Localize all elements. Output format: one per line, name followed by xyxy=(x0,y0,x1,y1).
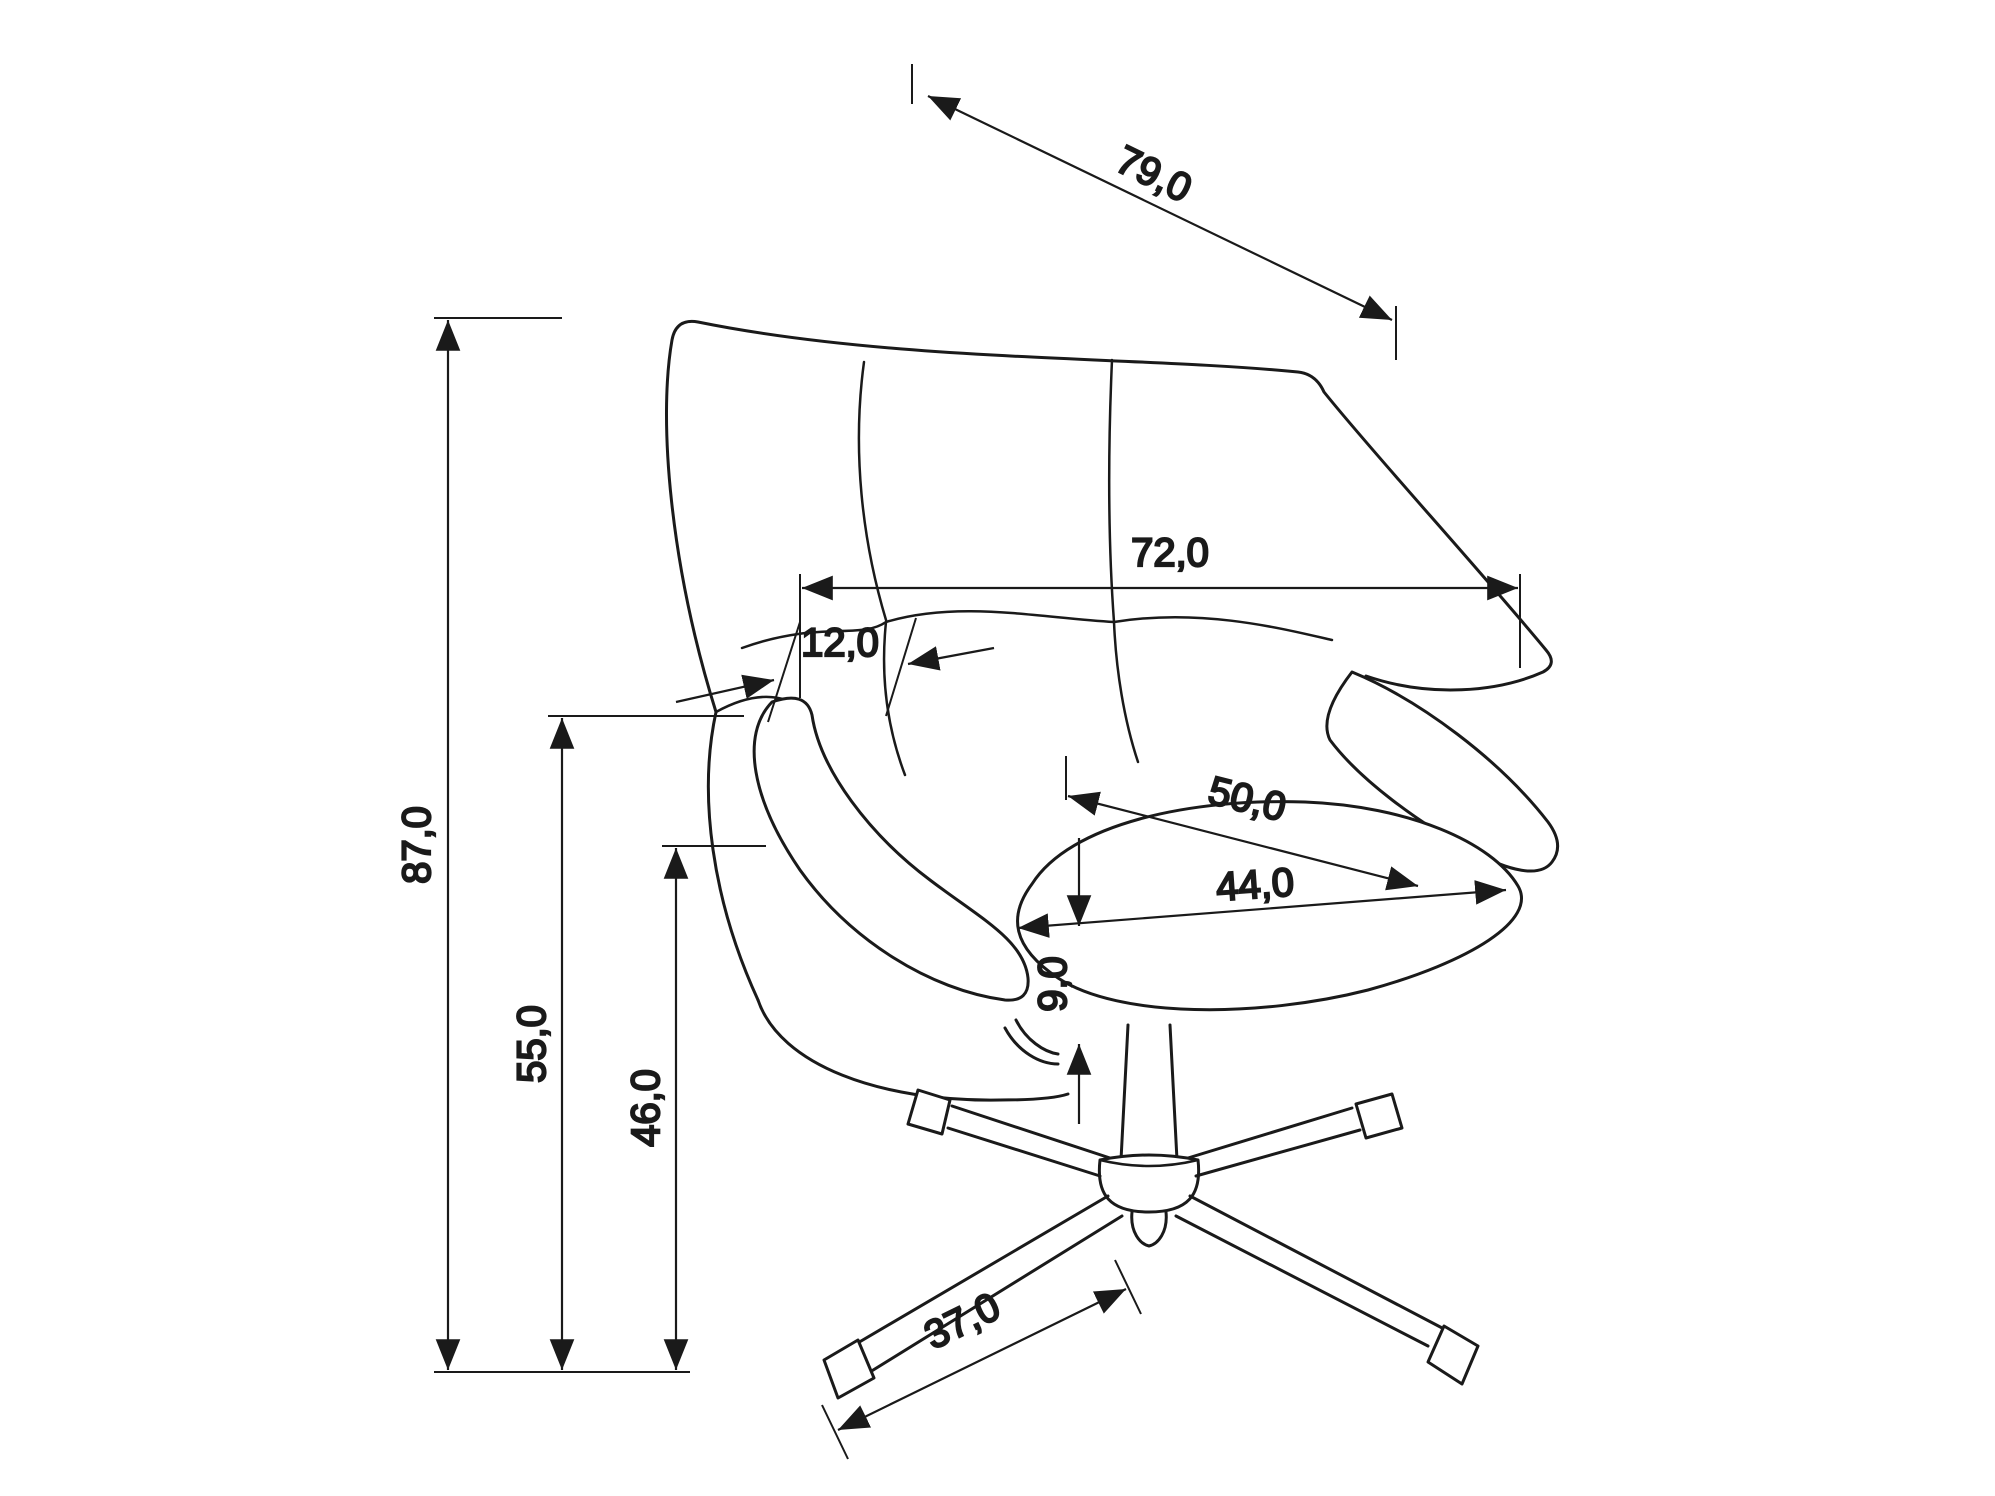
dimension-base-arm-length: 37,0 xyxy=(821,1259,1142,1460)
dimension-seat-width: 44,0 xyxy=(1017,859,1507,938)
dim-9-label: 9,0 xyxy=(1031,956,1075,1012)
chair-seam-right-lower xyxy=(1112,620,1140,764)
chair-front-slit xyxy=(1003,1026,1060,1066)
dim-12-ext-right xyxy=(885,617,917,717)
chair-leg-front-right xyxy=(1174,1194,1448,1348)
dim-44-line xyxy=(1017,880,1507,938)
chair-seam-left-vertical xyxy=(857,360,888,622)
dimension-top-depth: 79,0 xyxy=(911,64,1397,360)
chair-foot-front-right xyxy=(1426,1324,1480,1386)
dim-12-arrow-right xyxy=(907,646,995,671)
dim-44-label: 44,0 xyxy=(1215,860,1296,909)
chair-leg-front-left xyxy=(854,1194,1124,1374)
chair-back-shell xyxy=(665,319,1553,1002)
chair-foot-front-left xyxy=(822,1338,876,1400)
dim-12-ext-left xyxy=(767,621,801,723)
chair-drawing xyxy=(665,319,1560,1400)
dim-50-line xyxy=(1067,791,1419,891)
dim-37-line xyxy=(837,1288,1127,1431)
chair-front-slit-inner xyxy=(1014,1018,1060,1056)
dim-37-tick-start xyxy=(821,1404,849,1460)
chair-foot-back-right xyxy=(1354,1092,1404,1140)
chair-leg-back-left xyxy=(946,1104,1112,1178)
dim-87-label: 87,0 xyxy=(395,806,439,884)
dimension-cushion-thickness: 9,0 xyxy=(1030,838,1092,1124)
dim-12-label: 12,0 xyxy=(801,621,879,665)
dimension-seat-height: 46,0 xyxy=(623,845,766,1370)
chair-seam-left-lower xyxy=(882,620,907,777)
dimension-overall-width: 72,0 xyxy=(799,530,1521,698)
chair-pedestal-post xyxy=(1119,1023,1179,1162)
dim-55-label: 55,0 xyxy=(510,1005,554,1083)
chair-left-armrest xyxy=(752,696,1030,1002)
chair-leg-back-right xyxy=(1186,1106,1362,1178)
dim-12-arrow-left xyxy=(675,674,775,704)
chair-right-armrest xyxy=(1325,670,1560,873)
chair-pedestal-hub xyxy=(1097,1153,1201,1214)
dim-79-line xyxy=(927,95,1393,321)
dim-46-label: 46,0 xyxy=(624,1069,668,1147)
dim-79-label: 79,0 xyxy=(1109,137,1198,211)
chair-seam-horizontal xyxy=(740,610,1334,650)
dimension-annotations: 79,0 87,0 55,0 46,0 72,0 xyxy=(394,64,1521,1460)
chair-seam-right-vertical xyxy=(1107,358,1116,624)
dimension-overall-height: 87,0 xyxy=(394,317,690,1373)
dimension-armrest-height: 55,0 xyxy=(509,715,744,1370)
dim-37-tick-end xyxy=(1114,1259,1142,1315)
chair-foot-back-left xyxy=(906,1088,952,1136)
dim-72-label: 72,0 xyxy=(1131,531,1209,575)
chair-pedestal-hub-top xyxy=(1098,1158,1200,1168)
dimension-armrest-width: 12,0 xyxy=(675,617,995,723)
chair-pedestal-pivot xyxy=(1130,1210,1168,1248)
